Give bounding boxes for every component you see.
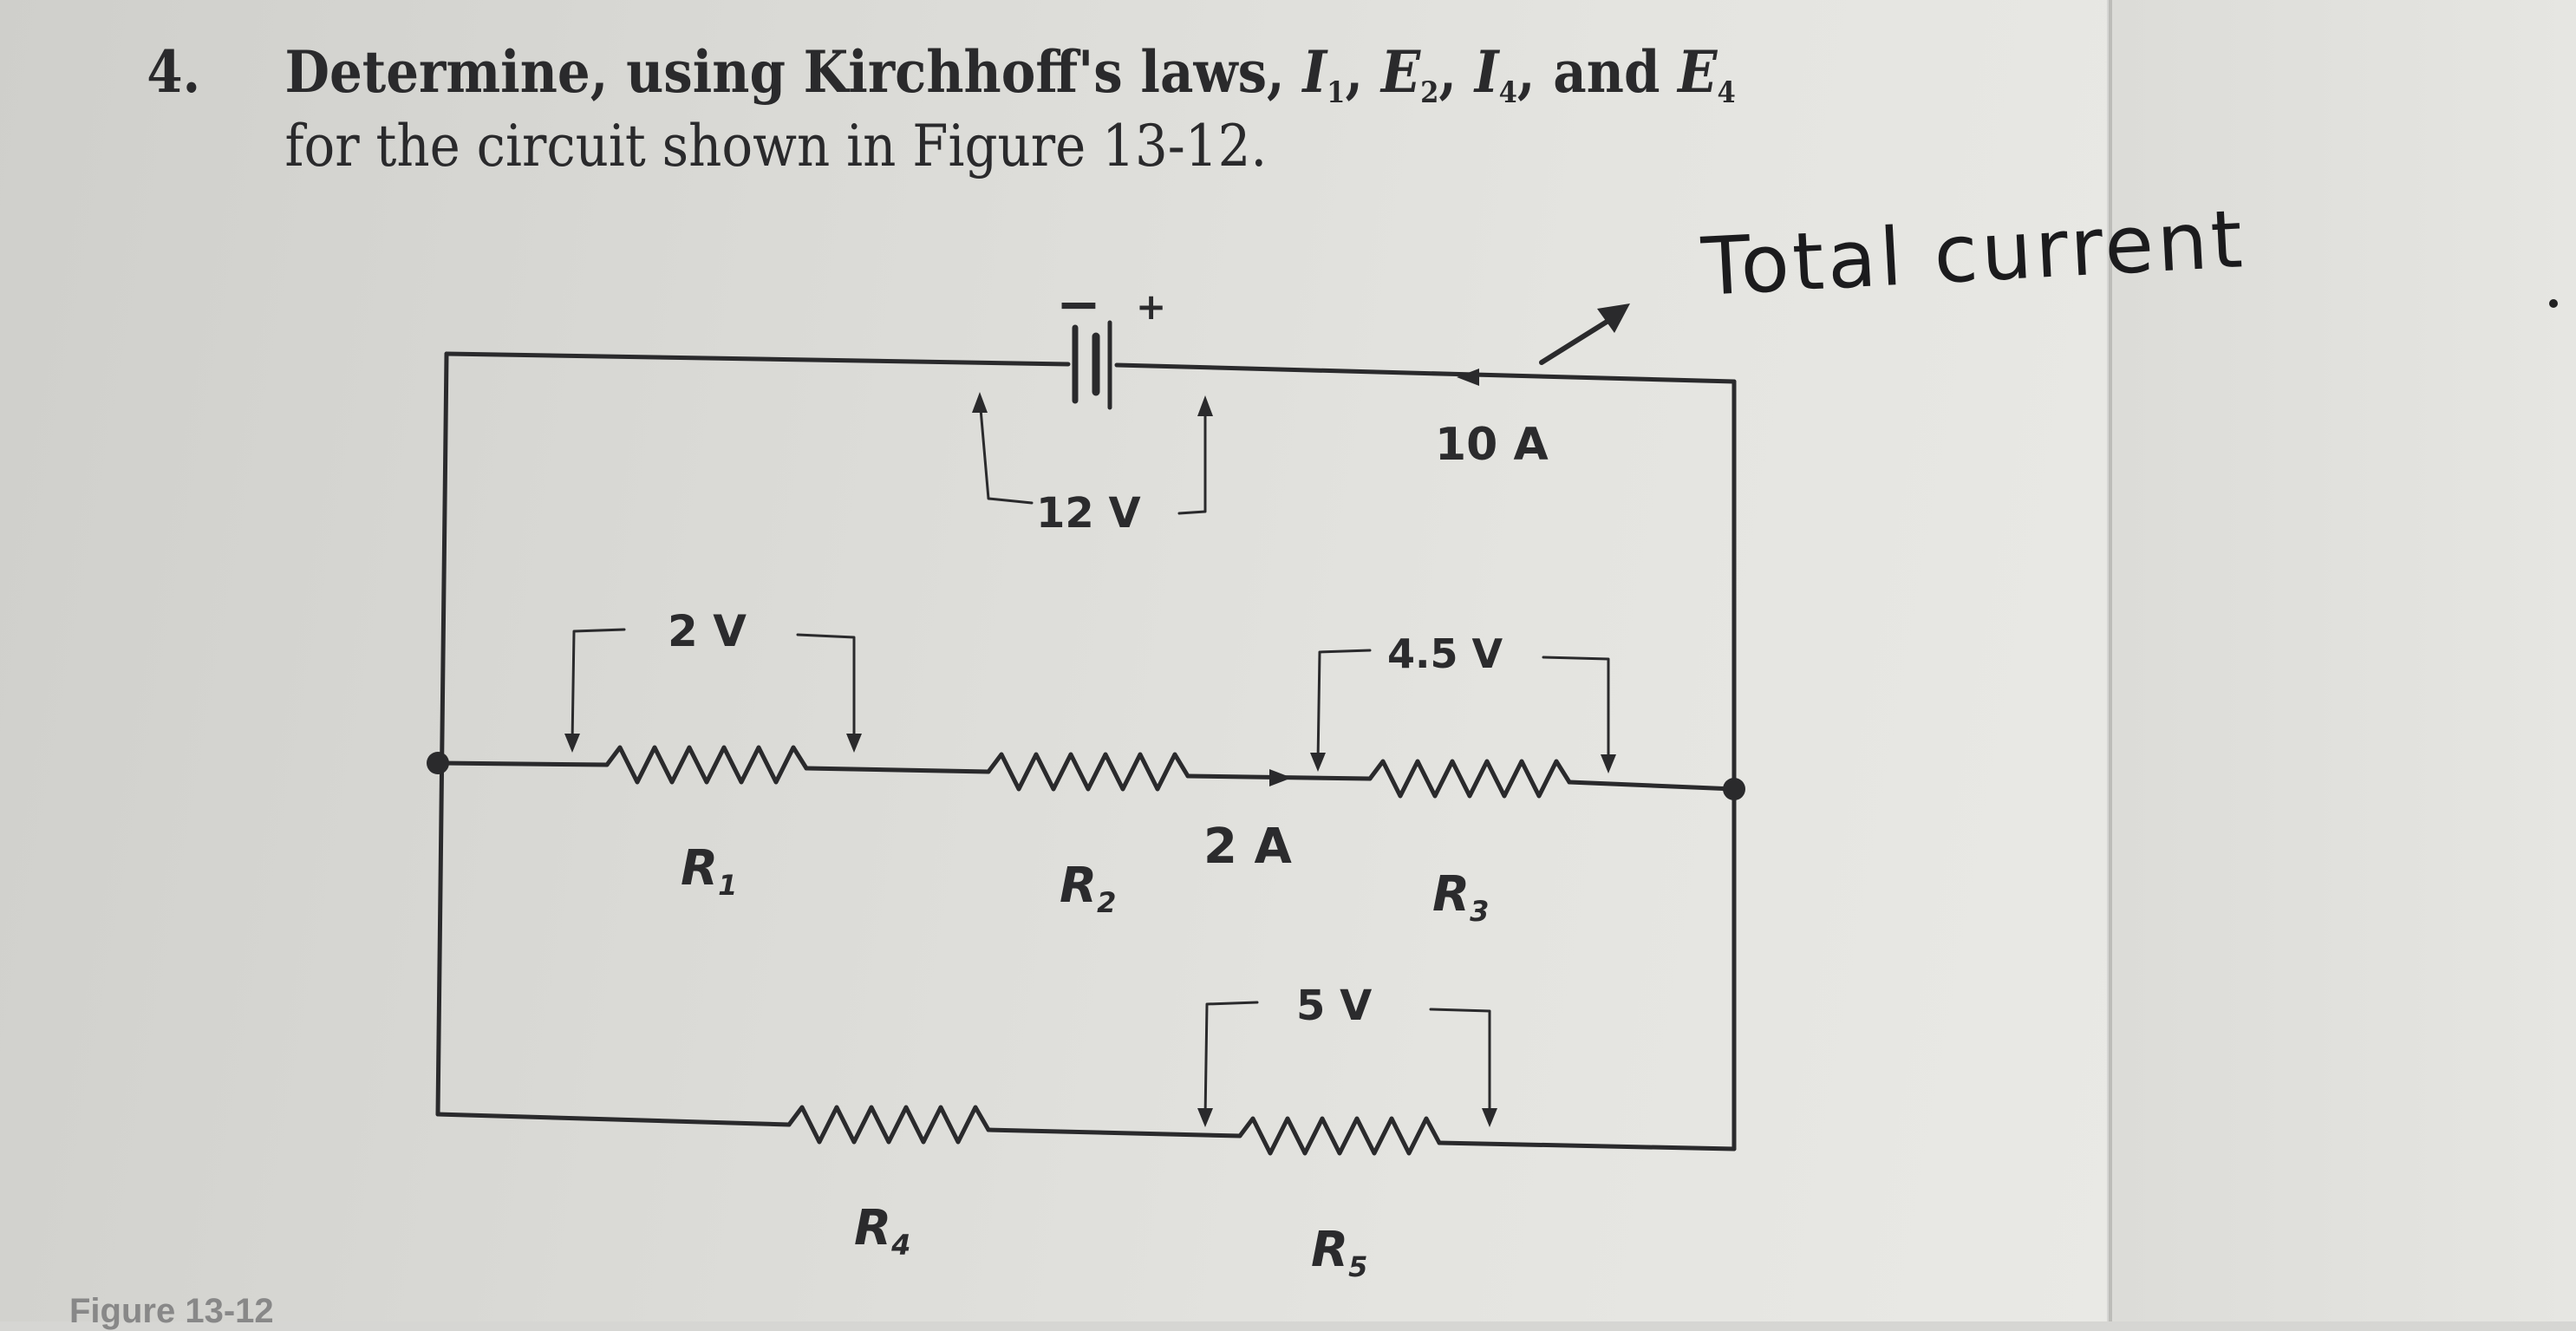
arrowhead-12v-right [1197, 395, 1213, 416]
adjacent-page [2109, 0, 2576, 1321]
bracket-45v-right [1542, 656, 1610, 767]
figure-caption-partial: Figure 13-12 [69, 1292, 274, 1330]
node-right [1723, 778, 1745, 800]
question-line-1: Determine, using Kirchhoff's laws, I1, E… [284, 38, 1736, 110]
resistor-r4 [786, 1105, 991, 1145]
label-r4: R4 [854, 1200, 910, 1262]
label-45v: 4.5 V [1387, 630, 1503, 677]
node-left [427, 752, 449, 774]
textbook-page [0, 0, 2107, 1321]
left-wire [435, 351, 449, 1117]
bottom-wire-a [435, 1112, 792, 1127]
arrowhead-45v-left [1310, 753, 1326, 772]
label-2a: 2 A [1203, 819, 1292, 875]
label-r5: R5 [1311, 1222, 1367, 1283]
label-2v: 2 V [668, 606, 747, 656]
resistor-r5 [1237, 1116, 1442, 1156]
resistor-r1 [604, 745, 809, 785]
arrow-current-10a [1457, 369, 1479, 386]
label-r1: R1 [681, 840, 737, 902]
bracket-2v-right [796, 633, 856, 746]
handwritten-arrow-line [1539, 316, 1614, 365]
middle-wire-d [1567, 780, 1737, 792]
bracket-12v-left [978, 397, 1034, 505]
bracket-2v-left [571, 628, 626, 746]
question-line-2: for the circuit shown in Figure 13-12. [284, 113, 1268, 179]
top-wire-left [444, 351, 1071, 367]
bottom-wire-c [1437, 1140, 1737, 1152]
battery-plus-label: + [1136, 285, 1166, 328]
battery-minus-label: − [1056, 272, 1101, 336]
arrow-current-2a [1269, 769, 1292, 786]
handwritten-arrow-head [1597, 303, 1630, 333]
label-r3: R3 [1432, 866, 1489, 928]
label-r2: R2 [1060, 858, 1116, 919]
arrowhead-2v-left [564, 734, 580, 753]
handwritten-dot [2549, 299, 2558, 308]
question-number: 4. [147, 38, 201, 106]
resistor-r2 [986, 752, 1190, 792]
middle-wire-b [804, 766, 991, 774]
label-12v: 12 V [1036, 489, 1141, 538]
arrowhead-12v-left [972, 392, 988, 413]
arrowhead-5v-left [1197, 1108, 1213, 1127]
label-5v: 5 V [1296, 982, 1372, 1030]
arrowhead-2v-right [846, 734, 862, 753]
bracket-5v-right [1429, 1008, 1491, 1120]
resistor-r3 [1367, 759, 1572, 799]
label-10a: 10 A [1435, 419, 1549, 471]
bracket-12v-right [1177, 401, 1207, 515]
top-wire-right [1114, 362, 1737, 384]
middle-wire-a [435, 760, 610, 767]
bracket-5v-left [1203, 1001, 1259, 1120]
arrowhead-45v-right [1601, 754, 1616, 773]
bottom-wire-b [986, 1127, 1242, 1139]
bracket-45v-left [1316, 649, 1372, 765]
arrowhead-5v-right [1482, 1108, 1497, 1127]
